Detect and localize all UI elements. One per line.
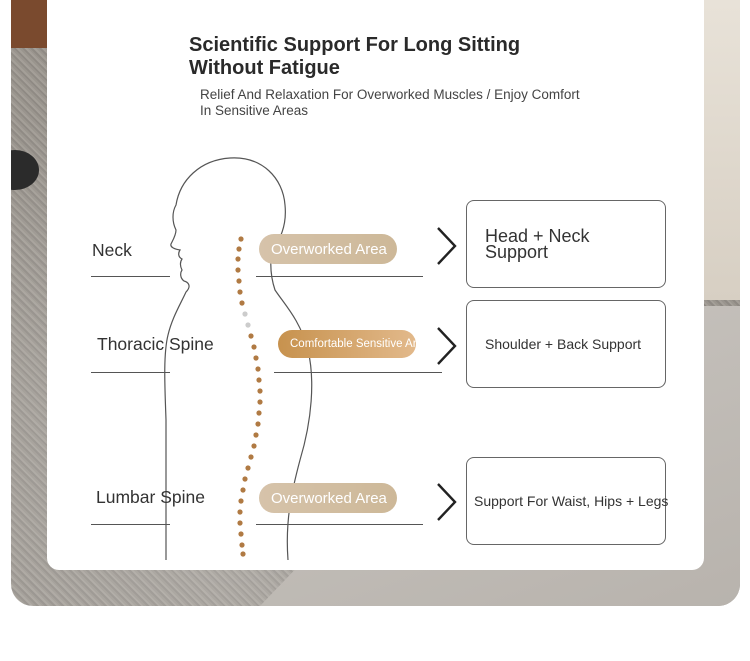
zone-underline (91, 372, 170, 373)
zone-label-neck: Neck (92, 240, 132, 260)
zone-underline (256, 524, 423, 525)
chevron-right-icon (437, 327, 457, 365)
wooden-furniture (11, 0, 51, 48)
support-box-shoulder-back: Shoulder + Back Support (466, 300, 666, 388)
tag-sensitive-thoracic: Comfortable Sensitive Area (278, 330, 416, 358)
zone-underline (91, 524, 170, 525)
page-title: Scientific Support For Long Sitting With… (189, 34, 521, 79)
zone-underline (256, 276, 423, 277)
tag-overworked-neck: Overworked Area (259, 234, 397, 264)
zone-underline (274, 372, 442, 373)
zone-label-thoracic: Thoracic Spine (97, 334, 214, 354)
support-box-waist-hips-legs: Support For Waist, Hips + Legs (466, 457, 669, 545)
chevron-right-icon (437, 483, 457, 521)
side-table (11, 150, 39, 190)
support-text: Head + Neck Support (485, 226, 590, 262)
zone-label-lumbar: Lumbar Spine (96, 487, 205, 507)
support-text: Shoulder + Back Support (485, 336, 642, 352)
page-subtitle: Relief And Relaxation For Overworked Mus… (200, 87, 580, 118)
support-box-head-neck: Head + Neck Support (466, 200, 666, 288)
chevron-right-icon (437, 227, 457, 265)
zone-underline (91, 276, 170, 277)
support-text: Support For Waist, Hips + Legs (474, 493, 669, 509)
tag-overworked-lumbar: Overworked Area (259, 483, 397, 513)
